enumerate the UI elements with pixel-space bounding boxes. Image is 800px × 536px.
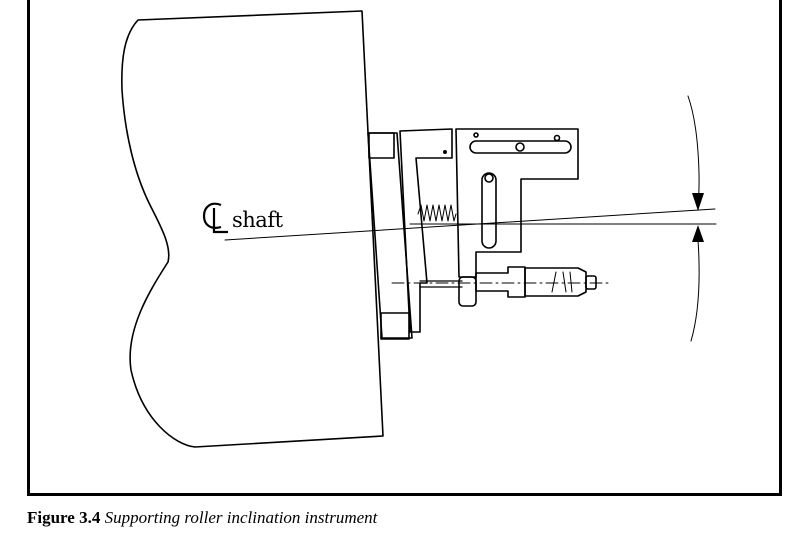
adjust-screw — [515, 142, 525, 152]
micrometer-ratchet — [585, 275, 597, 290]
centerline-symbol-icon — [202, 202, 228, 234]
figure-caption: Figure 3.4 Supporting roller inclination… — [27, 508, 377, 528]
slot-knob-2 — [473, 132, 479, 138]
lower-roller-block — [380, 312, 410, 340]
spring — [417, 204, 457, 222]
angle-arc — [687, 95, 700, 206]
l-bracket — [399, 128, 453, 333]
arrow-up-icon — [692, 225, 704, 242]
slot-knob — [553, 134, 561, 142]
upper-roller-block — [368, 132, 395, 159]
sliding-frame — [455, 128, 579, 278]
slot-pin — [484, 173, 494, 183]
figure-frame — [27, 0, 782, 496]
arrow-down-icon — [692, 193, 704, 211]
thimble-mark-3 — [569, 271, 573, 293]
micrometer-thimble — [524, 267, 587, 297]
thimble-mark-2 — [562, 271, 567, 293]
caption-text: Supporting roller inclination instrument — [104, 508, 378, 527]
micrometer-sleeve — [475, 266, 526, 298]
thimble-mark-1 — [551, 271, 557, 293]
bracket-dot — [443, 150, 447, 154]
figure-number: Figure 3.4 — [27, 508, 101, 527]
shaft-body — [121, 10, 384, 448]
angle-arc-lower — [690, 239, 700, 342]
vertical-slot — [481, 172, 497, 249]
horizontal-slot — [469, 140, 572, 154]
shaft-label: shaft — [232, 208, 283, 232]
